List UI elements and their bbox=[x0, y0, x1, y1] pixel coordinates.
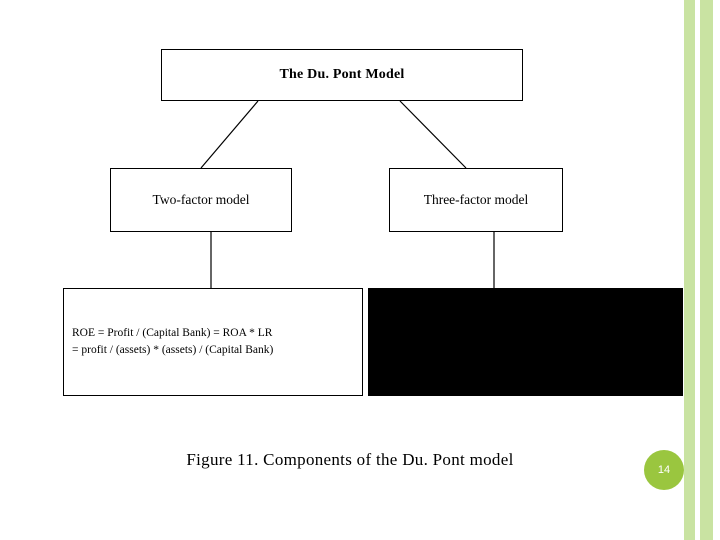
node-two-factor-label: Two-factor model bbox=[152, 192, 250, 207]
formula-two-factor-text: ROE = Profit / (Capital Bank) = ROA * LR… bbox=[72, 325, 354, 358]
node-title-label: The Du. Pont Model bbox=[279, 67, 405, 82]
page-number-badge: 14 bbox=[644, 450, 684, 490]
figure-caption: Figure 11. Components of the Du. Pont mo… bbox=[186, 450, 514, 469]
page-number-label: 14 bbox=[657, 464, 671, 476]
formula-line-2: = profit / (assets) * (assets) / (Capita… bbox=[72, 344, 274, 356]
node-three-factor-model: Three-factor model bbox=[389, 168, 563, 232]
node-formula-three-factor bbox=[368, 288, 683, 396]
decorative-stripe-gap bbox=[695, 0, 700, 540]
decorative-stripe-outer bbox=[684, 0, 695, 540]
formula-line-1: ROE = Profit / (Capital Bank) = ROA * LR bbox=[72, 327, 273, 340]
decorative-stripe-edge bbox=[713, 0, 720, 540]
node-three-factor-label: Three-factor model bbox=[423, 192, 529, 207]
node-two-factor-model: Two-factor model bbox=[110, 168, 292, 232]
decorative-stripe-inner bbox=[700, 0, 713, 540]
node-title-du-pont-model: The Du. Pont Model bbox=[161, 49, 523, 101]
node-formula-two-factor: ROE = Profit / (Capital Bank) = ROA * LR… bbox=[63, 288, 363, 396]
